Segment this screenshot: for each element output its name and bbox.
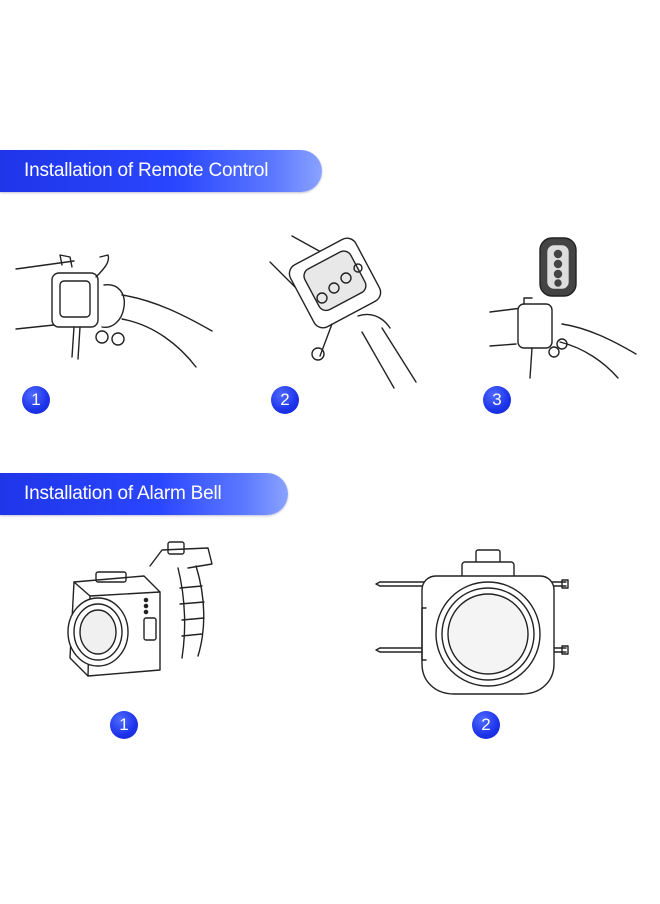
alarm-bell-step-1-illustration <box>60 540 230 690</box>
alarm-bell-step-2-badge: 2 <box>472 711 500 739</box>
remote-step-3-illustration <box>488 232 643 382</box>
remote-step-2-badge: 2 <box>271 386 299 414</box>
alarm-bell-section-title: Installation of Alarm Bell <box>0 473 288 515</box>
alarm-bell-step-1-badge: 1 <box>110 711 138 739</box>
alarm-bell-step-2-illustration <box>376 548 576 698</box>
remote-step-1-illustration <box>14 245 224 375</box>
remote-control-section-title: Installation of Remote Control <box>0 150 322 192</box>
remote-step-2-illustration <box>262 232 432 392</box>
remote-step-3-badge: 3 <box>483 386 511 414</box>
remote-step-1-badge: 1 <box>22 386 50 414</box>
